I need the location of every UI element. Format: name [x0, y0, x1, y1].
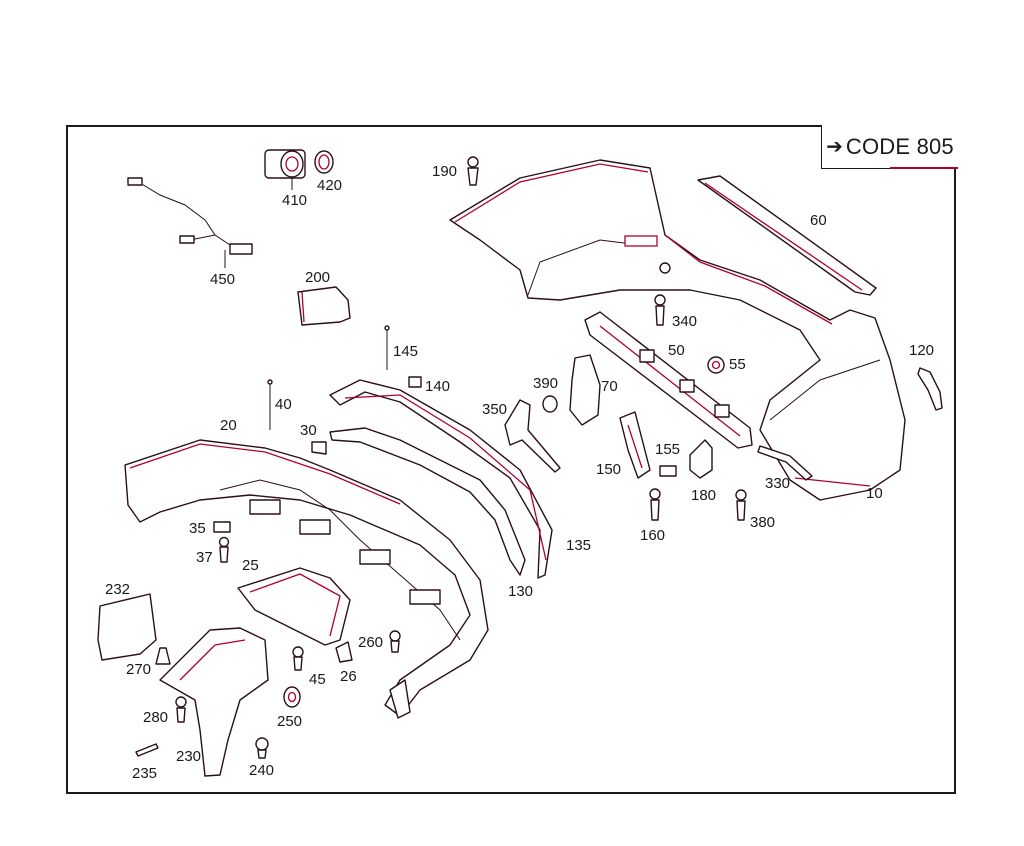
part-250-nut [283, 686, 301, 708]
part-25-underpanel [237, 567, 351, 646]
label-20: 20 [220, 417, 237, 434]
label-450: 450 [210, 271, 235, 288]
label-40: 40 [275, 396, 292, 413]
label-60: 60 [810, 212, 827, 229]
label-135: 135 [566, 537, 591, 554]
arrow-right-icon: ➔ [826, 136, 843, 158]
label-350: 350 [482, 401, 507, 418]
label-35: 35 [189, 520, 206, 537]
label-232: 232 [105, 581, 130, 598]
code-underline [890, 167, 958, 169]
part-labels: 10 20 25 26 30 35 37 40 45 50 55 60 70 1… [105, 163, 934, 782]
part-10-bumper-cover [449, 159, 906, 501]
part-270-clip [155, 647, 171, 665]
part-35-clip [213, 521, 231, 533]
part-200-cover-flap [297, 286, 351, 326]
label-250: 250 [277, 713, 302, 730]
part-26-clip [335, 641, 353, 663]
label-410: 410 [282, 192, 307, 209]
label-37: 37 [196, 549, 213, 566]
label-10: 10 [866, 485, 883, 502]
part-330-strip [757, 445, 813, 481]
label-260: 260 [358, 634, 383, 651]
part-230-bracket [159, 627, 269, 777]
label-30: 30 [300, 422, 317, 439]
label-130: 130 [508, 583, 533, 600]
label-390: 390 [533, 375, 558, 392]
label-70: 70 [601, 378, 618, 395]
label-330: 330 [765, 475, 790, 492]
label-140: 140 [425, 378, 450, 395]
diagram-frame [66, 125, 956, 794]
part-190-screw [467, 156, 479, 186]
label-155: 155 [655, 441, 680, 458]
part-60-trim-strip [697, 175, 877, 296]
part-130-trim-strip [329, 427, 526, 576]
option-code-label: CODE 805 [845, 133, 954, 159]
label-120: 120 [909, 342, 934, 359]
part-350-bracket [504, 399, 561, 473]
part-450-wiring-harness [127, 177, 253, 268]
part-40-rod [267, 379, 273, 430]
label-50: 50 [668, 342, 685, 359]
part-70-bracket [569, 354, 601, 426]
label-230: 230 [176, 748, 201, 765]
part-140-clip [408, 376, 422, 388]
part-235-strip [135, 743, 159, 757]
label-150: 150 [596, 461, 621, 478]
label-145: 145 [393, 343, 418, 360]
label-280: 280 [143, 709, 168, 726]
label-270: 270 [126, 661, 151, 678]
part-150-bracket [619, 411, 651, 479]
part-30-clip [311, 441, 327, 455]
part-37-screw [218, 536, 230, 563]
part-155-clip [659, 465, 677, 477]
part-232-cover-plate [97, 593, 157, 661]
label-26: 26 [340, 668, 357, 685]
option-code-box: ➔ CODE 805 [821, 125, 958, 169]
part-260-screw [389, 630, 401, 653]
part-280-screw [175, 696, 187, 723]
part-135-trim-strip [329, 379, 553, 579]
label-25: 25 [242, 557, 259, 574]
part-55-nut [707, 356, 725, 374]
label-235: 235 [132, 765, 157, 782]
part-45-screw [292, 646, 304, 671]
part-410-parking-sensor [264, 149, 306, 190]
label-45: 45 [309, 671, 326, 688]
part-420-sensor-ring [314, 150, 334, 174]
label-420: 420 [317, 177, 342, 194]
label-380: 380 [750, 514, 775, 531]
label-240: 240 [249, 762, 274, 779]
part-145-rod [384, 325, 390, 370]
part-160-screw [649, 488, 661, 521]
part-120-bracket [917, 367, 943, 411]
part-20-lower-bumper [124, 439, 489, 719]
part-380-screw [735, 489, 747, 521]
part-180-bracket [689, 439, 713, 479]
label-190: 190 [432, 163, 457, 180]
label-160: 160 [640, 527, 665, 544]
part-50-carrier [584, 311, 753, 449]
part-340-screw [654, 294, 666, 326]
part-390-washer [542, 395, 558, 413]
label-340: 340 [672, 313, 697, 330]
part-240-fastener [255, 737, 269, 759]
label-180: 180 [691, 487, 716, 504]
label-55: 55 [729, 356, 746, 373]
label-200: 200 [305, 269, 330, 286]
